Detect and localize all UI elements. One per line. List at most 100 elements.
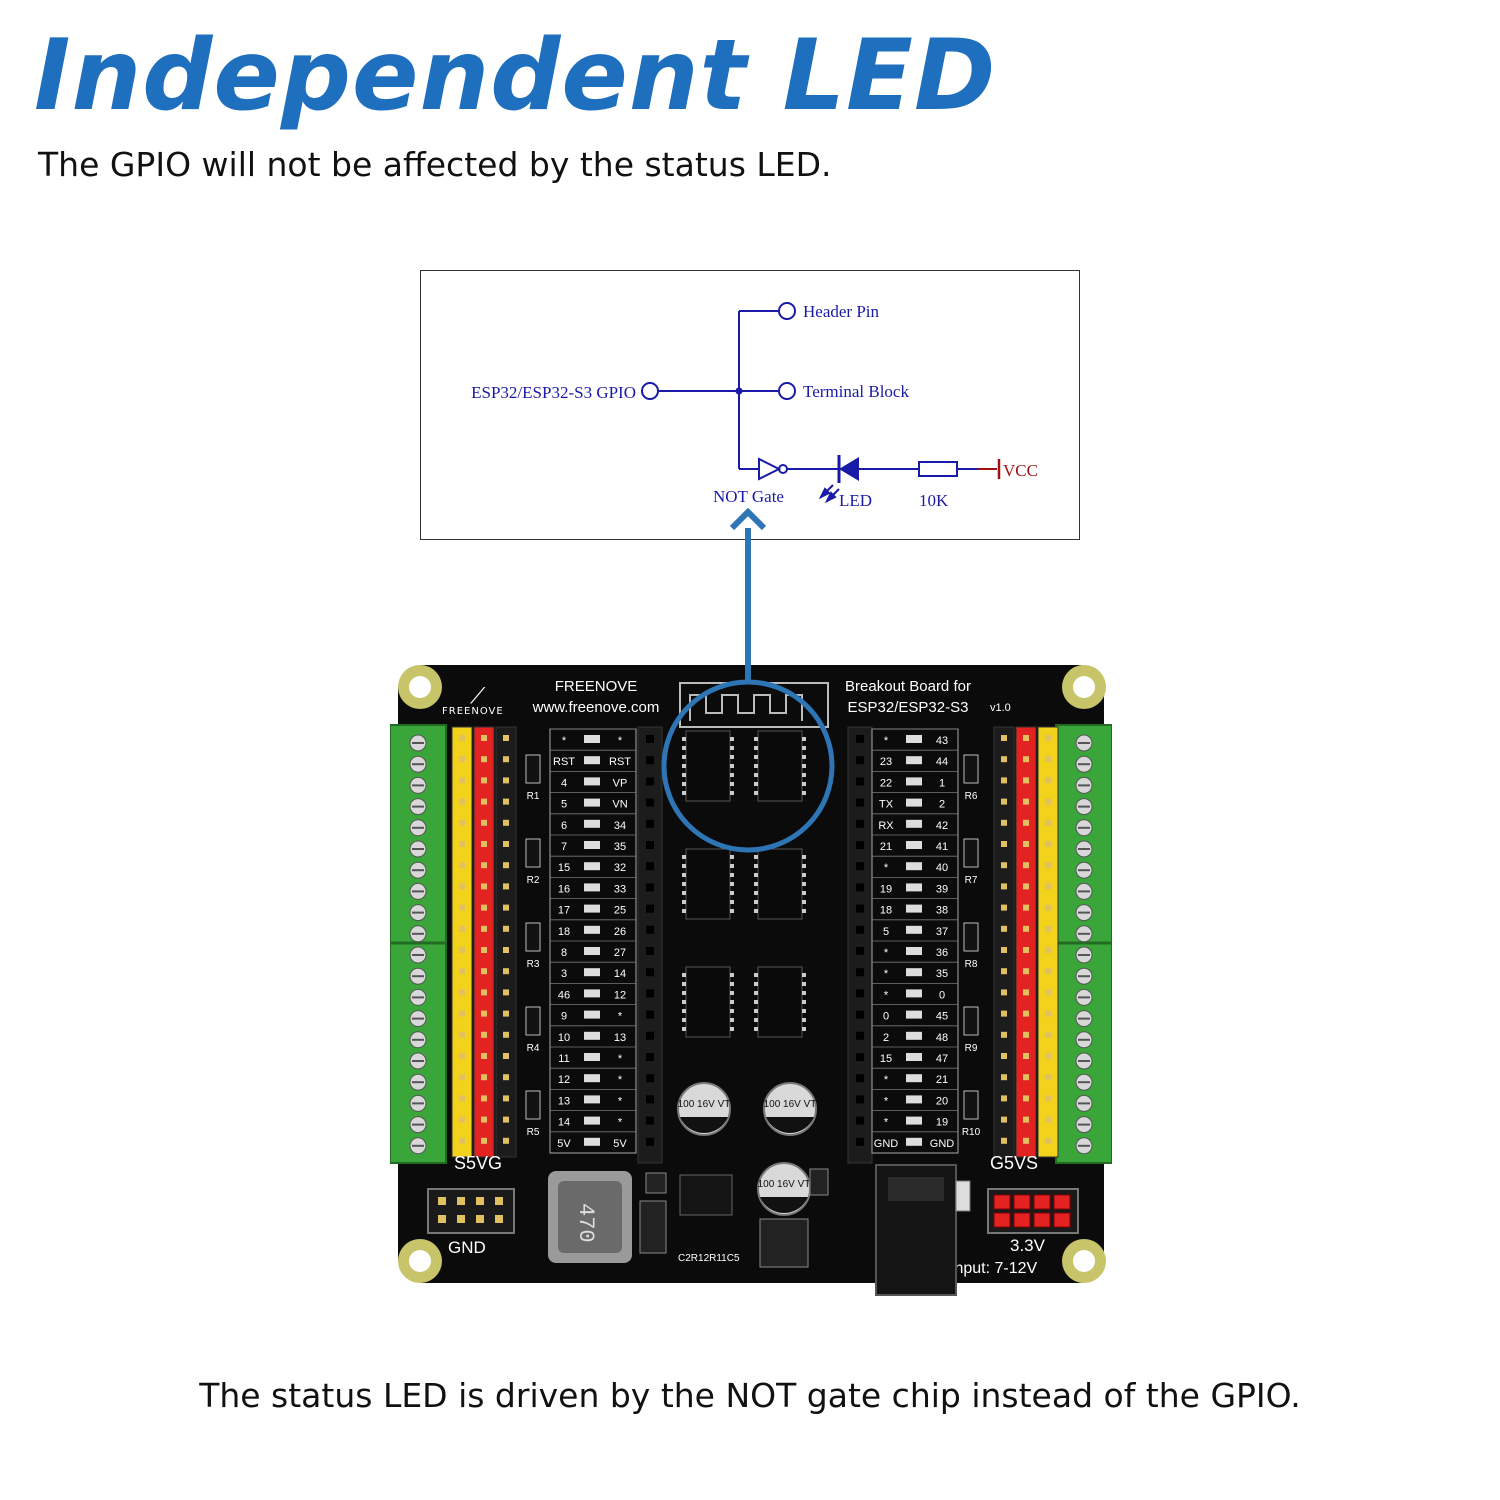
header-pin	[503, 1095, 509, 1102]
header-pin	[1001, 819, 1007, 826]
header-pin	[503, 904, 509, 911]
socket-hole	[646, 1031, 654, 1040]
right-pin-label: RX	[878, 820, 894, 832]
left-pin-label: *	[618, 1095, 623, 1107]
gpio-label: ESP32/ESP32-S3 GPIO	[471, 383, 636, 402]
right-pin-label: 36	[936, 947, 948, 959]
brand-small: FREENOVE	[442, 706, 504, 717]
header-pin	[503, 798, 509, 805]
resistor-array	[963, 922, 979, 952]
left-pin-label: 11	[558, 1053, 569, 1065]
header-pin	[1023, 989, 1029, 996]
header-pin	[459, 819, 465, 826]
header-pin	[1023, 883, 1029, 890]
right-pin-label: 37	[936, 926, 948, 938]
status-led	[584, 777, 600, 786]
resistor-array	[525, 1006, 541, 1036]
header-pin	[1045, 1137, 1051, 1144]
header-pin	[459, 883, 465, 890]
header-pin	[1001, 1137, 1007, 1144]
header-pin	[481, 1095, 487, 1102]
header-pin	[481, 862, 487, 869]
left-pin-label: 12	[614, 989, 626, 1001]
header-pin	[481, 1031, 487, 1038]
resistor-array	[525, 922, 541, 952]
header-pin	[481, 1010, 487, 1017]
right-resistor-label: R10	[962, 1127, 981, 1138]
left-pin-label: *	[618, 1011, 623, 1023]
left-pin-label: RST	[553, 756, 575, 768]
header-pin	[481, 819, 487, 826]
header-pin	[1045, 1095, 1051, 1102]
socket-hole	[646, 968, 654, 977]
right-pin-label: 41	[936, 841, 948, 853]
right-pin-label: 40	[936, 862, 948, 874]
header-pin	[459, 989, 465, 996]
socket-hole	[646, 1137, 654, 1146]
header-pin	[459, 798, 465, 805]
header-pin	[481, 883, 487, 890]
header-pin	[1023, 777, 1029, 784]
header-pin	[1045, 1031, 1051, 1038]
right-pin-label: 48	[936, 1032, 948, 1044]
mounting-holes	[398, 665, 1106, 1283]
status-led	[906, 968, 922, 977]
socket-hole	[646, 1010, 654, 1019]
header-pin	[457, 1215, 465, 1223]
right-resistor-label: R8	[965, 959, 978, 970]
capacitor-label: 100 16V VT	[678, 1099, 731, 1110]
socket-hole	[646, 798, 654, 807]
brand-name: FREENOVE	[555, 678, 638, 695]
header-pin-terminal	[778, 302, 796, 320]
header-pin	[459, 1031, 465, 1038]
socket-hole	[646, 862, 654, 871]
socket-hole	[856, 1137, 864, 1146]
status-led	[584, 1031, 600, 1040]
right-resistor-label: R9	[965, 1043, 978, 1054]
header-pin	[1023, 947, 1029, 953]
socket-hole	[646, 841, 654, 849]
header-pin-label: Header Pin	[803, 302, 880, 321]
header-pin	[1001, 862, 1007, 869]
pin-header-strip	[1037, 726, 1059, 1158]
header-pin	[481, 1053, 487, 1059]
right-resistor-label: R6	[965, 791, 978, 802]
header-pin	[459, 777, 465, 784]
right-pin-label: 2	[939, 799, 945, 811]
socket-hole	[856, 1074, 864, 1083]
header-pin	[481, 841, 487, 847]
left-resistor-label: R2	[527, 875, 540, 886]
status-led	[584, 756, 600, 765]
header-pin	[1045, 777, 1051, 784]
not-gate-symbol	[758, 457, 782, 481]
header-pin	[1023, 1137, 1029, 1144]
not-gate-chip	[685, 966, 731, 1038]
right-pin-label: 21	[880, 841, 892, 853]
status-led	[584, 883, 600, 892]
header-pin	[1023, 862, 1029, 869]
header-pin	[1023, 1053, 1029, 1059]
socket-hole	[856, 989, 864, 998]
left-resistor-label: R3	[527, 959, 540, 970]
right-pin-label: 42	[936, 820, 948, 832]
socket-hole	[646, 756, 654, 765]
socket-hole	[856, 862, 864, 871]
header-pin	[503, 989, 509, 996]
header-pin	[459, 1010, 465, 1017]
status-led	[584, 925, 600, 934]
right-pin-label: 15	[880, 1053, 892, 1065]
right-pin-label: 19	[880, 883, 892, 895]
left-pin-label: *	[618, 1074, 623, 1086]
left-pin-label: VP	[613, 777, 628, 789]
socket-hole	[856, 841, 864, 849]
socket-hole	[646, 777, 654, 786]
page-subtitle: The GPIO will not be affected by the sta…	[38, 145, 832, 184]
right-pin-label: 44	[936, 756, 948, 768]
right-pin-label: 5	[883, 926, 889, 938]
status-led	[584, 1095, 600, 1104]
left-pin-label: 32	[614, 862, 626, 874]
header-pin	[503, 883, 509, 890]
header-pin	[459, 1116, 465, 1123]
header-pin	[1023, 735, 1029, 741]
terminal-block-label: Terminal Block	[803, 382, 909, 401]
